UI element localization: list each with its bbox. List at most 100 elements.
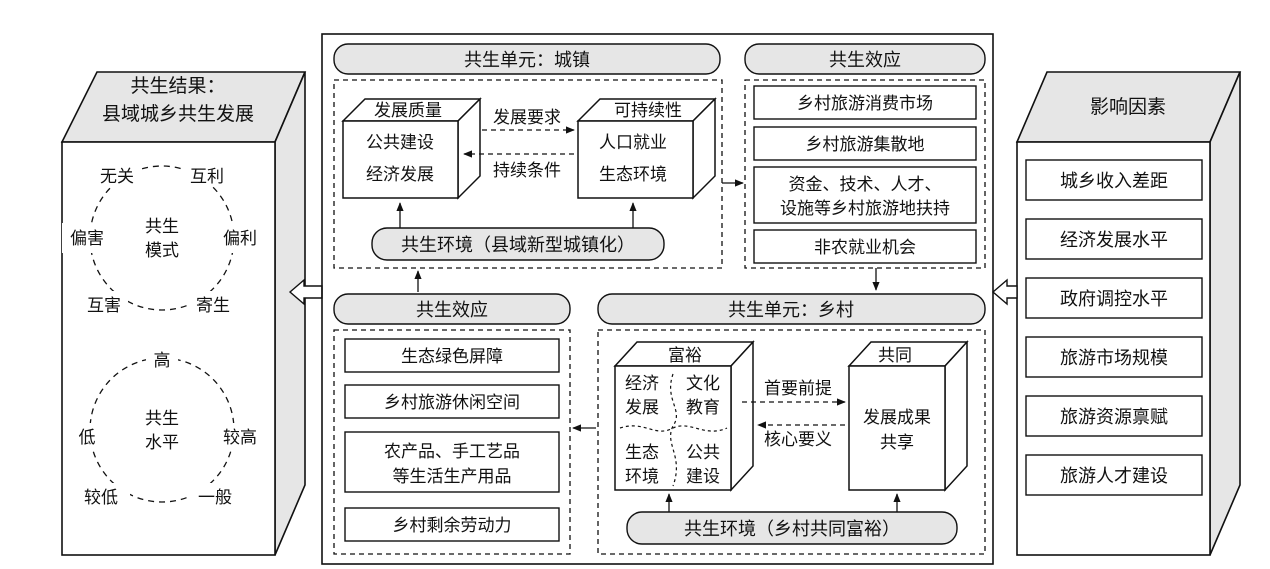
effect-ecological-barrier: 生态绿色屏障 bbox=[401, 347, 503, 367]
urban-effect-header-label: 共生效应 bbox=[829, 50, 901, 71]
factor-market-scale: 旅游市场规模 bbox=[1060, 348, 1168, 369]
effect-box bbox=[753, 85, 977, 120]
quad-ecology-line2: 环境 bbox=[625, 467, 659, 487]
rural-common-line2: 共享 bbox=[880, 433, 914, 453]
rural-prosperity-title: 富裕 bbox=[668, 346, 702, 366]
effect-surplus-labor: 乡村剩余劳动力 bbox=[393, 516, 512, 536]
factors-title: 影响因素 bbox=[1090, 96, 1166, 118]
level-center-line1: 共生 bbox=[145, 409, 179, 429]
result-title-line2: 县域城乡共生发展 bbox=[102, 103, 254, 125]
urban-quality-line2: 经济发展 bbox=[366, 165, 434, 185]
urban-effect-header bbox=[744, 43, 986, 75]
rural-common-title: 共同 bbox=[878, 346, 912, 366]
effect-box bbox=[753, 166, 977, 224]
urban-region bbox=[333, 79, 723, 269]
effect-leisure-space: 乡村旅游休闲空间 bbox=[384, 393, 520, 413]
level-label-fairly-high: 较高 bbox=[223, 428, 257, 448]
urban-effect-region bbox=[744, 79, 986, 269]
factors-panel: 影响因素 城乡收入差距 经济发展水平 政府调控水平 旅游市场规模 旅游资源禀赋 … bbox=[1015, 71, 1242, 556]
level-label-high: 高 bbox=[154, 351, 171, 371]
factor-list: 城乡收入差距 经济发展水平 政府调控水平 旅游市场规模 旅游资源禀赋 旅游人才建… bbox=[1025, 159, 1203, 496]
level-label-fairly-low: 较低 bbox=[84, 488, 118, 508]
mode-label-unrelated: 无关 bbox=[100, 167, 134, 187]
urban-effect: 共生效应 乡村旅游消费市场 乡村旅游集散地 资金、技术、人才、 设施等乡村旅游地… bbox=[744, 43, 986, 269]
factor-box bbox=[1025, 336, 1203, 378]
level-label-medium: 一般 bbox=[198, 488, 232, 508]
effect-box bbox=[344, 507, 560, 542]
from-factors-arrow bbox=[991, 278, 1018, 306]
urban-unit: 共生单元：城镇 发展质量 公共建设 经济发展 可持续性 人口就业 生态环境 发展… bbox=[333, 43, 723, 269]
effect-non-farm-jobs: 非农就业机会 bbox=[814, 238, 916, 258]
rural-header bbox=[597, 293, 986, 325]
quad-economy-line1: 经济 bbox=[625, 374, 659, 394]
quad-public-line1: 公共 bbox=[686, 443, 720, 463]
mode-label-amensalism: 偏害 bbox=[70, 229, 104, 249]
urban-quality-title: 发展质量 bbox=[374, 101, 442, 121]
rural-effect-region bbox=[333, 329, 571, 555]
rural-header-label: 共生单元：乡村 bbox=[728, 300, 854, 321]
mode-label-competition: 互害 bbox=[87, 296, 121, 316]
rural-effect-header bbox=[333, 293, 571, 325]
center-frame bbox=[321, 33, 994, 565]
condition-label: 持续条件 bbox=[493, 161, 561, 181]
mode-label-commensalism: 偏利 bbox=[223, 229, 257, 249]
mode-center-line1: 共生 bbox=[145, 217, 179, 237]
factors-panel-side-face bbox=[1209, 71, 1241, 556]
effect-box bbox=[344, 431, 560, 493]
premise-label: 首要前提 bbox=[764, 379, 832, 399]
quad-ecology-line1: 生态 bbox=[625, 443, 659, 463]
quad-economy-line2: 发展 bbox=[625, 398, 659, 418]
factor-box bbox=[1025, 454, 1203, 496]
effect-products-line2: 等生活生产用品 bbox=[393, 467, 512, 487]
urban-sustainability-title: 可持续性 bbox=[614, 101, 682, 121]
urban-sustainability-line2: 生态环境 bbox=[599, 165, 667, 185]
urban-quality-cube: 发展质量 公共建设 经济发展 bbox=[341, 97, 482, 200]
rural-environment-label: 共生环境（乡村共同富裕） bbox=[684, 519, 900, 540]
urban-sustainability-line1: 人口就业 bbox=[599, 133, 667, 153]
rural-common-cube: 共同 发展成果 共享 bbox=[847, 340, 969, 492]
effect-support-line2: 设施等乡村旅游地扶持 bbox=[780, 199, 950, 219]
mode-label-mutualism: 互利 bbox=[190, 167, 224, 187]
factor-income-gap: 城乡收入差距 bbox=[1060, 171, 1168, 192]
rural-effect-header-label: 共生效应 bbox=[416, 300, 488, 321]
rural-effect: 共生效应 生态绿色屏障 乡村旅游休闲空间 农产品、手工艺品 等生活生产用品 乡村… bbox=[333, 293, 571, 555]
factor-box bbox=[1025, 218, 1203, 260]
effect-distribution-center: 乡村旅游集散地 bbox=[806, 135, 925, 155]
urban-header bbox=[333, 43, 721, 75]
level-label-low: 低 bbox=[79, 428, 96, 448]
factor-economic-level: 经济发展水平 bbox=[1060, 230, 1168, 251]
effect-box bbox=[753, 126, 977, 161]
effect-consumption-market: 乡村旅游消费市场 bbox=[797, 94, 933, 114]
factor-government-regulation: 政府调控水平 bbox=[1060, 289, 1168, 310]
rural-prosperity-cube: 富裕 经济 发展 文化 教育 生态 环境 公共 建设 bbox=[613, 340, 755, 492]
factor-resource-endowment: 旅游资源禀赋 bbox=[1060, 406, 1168, 428]
urban-environment-label: 共生环境（县域新型城镇化） bbox=[401, 235, 635, 256]
result-panel: 共生结果： 县域城乡共生发展 无关 互利 偏害 偏利 互害 寄生 共生 模式 高… bbox=[60, 71, 307, 556]
factor-talent-building: 旅游人才建设 bbox=[1060, 466, 1168, 487]
factor-box bbox=[1025, 277, 1203, 319]
quad-culture-line1: 文化 bbox=[686, 374, 720, 394]
result-panel-side-face bbox=[274, 71, 306, 556]
effect-box bbox=[753, 229, 977, 264]
effect-products-line1: 农产品、手工艺品 bbox=[384, 442, 520, 462]
mode-center-line2: 模式 bbox=[145, 241, 179, 261]
urban-header-label: 共生单元：城镇 bbox=[464, 50, 590, 71]
requirement-label: 发展要求 bbox=[493, 108, 561, 128]
factor-box bbox=[1025, 159, 1203, 201]
rural-environment bbox=[626, 511, 958, 545]
core-meaning-label: 核心要义 bbox=[764, 430, 832, 450]
factor-box bbox=[1025, 395, 1203, 437]
effect-box bbox=[344, 384, 560, 419]
quad-public-line2: 建设 bbox=[686, 467, 720, 487]
quad-culture-line2: 教育 bbox=[686, 398, 720, 418]
rural-unit: 共生单元：乡村 富裕 经济 发展 文化 教育 生态 环境 公共 建设 共同 发展… bbox=[597, 293, 986, 555]
effect-box bbox=[344, 338, 560, 373]
rural-common-line1: 发展成果 bbox=[863, 408, 931, 428]
urban-quality-line1: 公共建设 bbox=[366, 133, 434, 153]
rural-region bbox=[597, 329, 986, 555]
result-title-line1: 共生结果： bbox=[130, 75, 225, 97]
urban-environment bbox=[371, 227, 665, 261]
urban-sustainability-cube: 可持续性 人口就业 生态环境 bbox=[576, 97, 717, 200]
effect-support-line1: 资金、技术、人才、 bbox=[789, 175, 942, 195]
